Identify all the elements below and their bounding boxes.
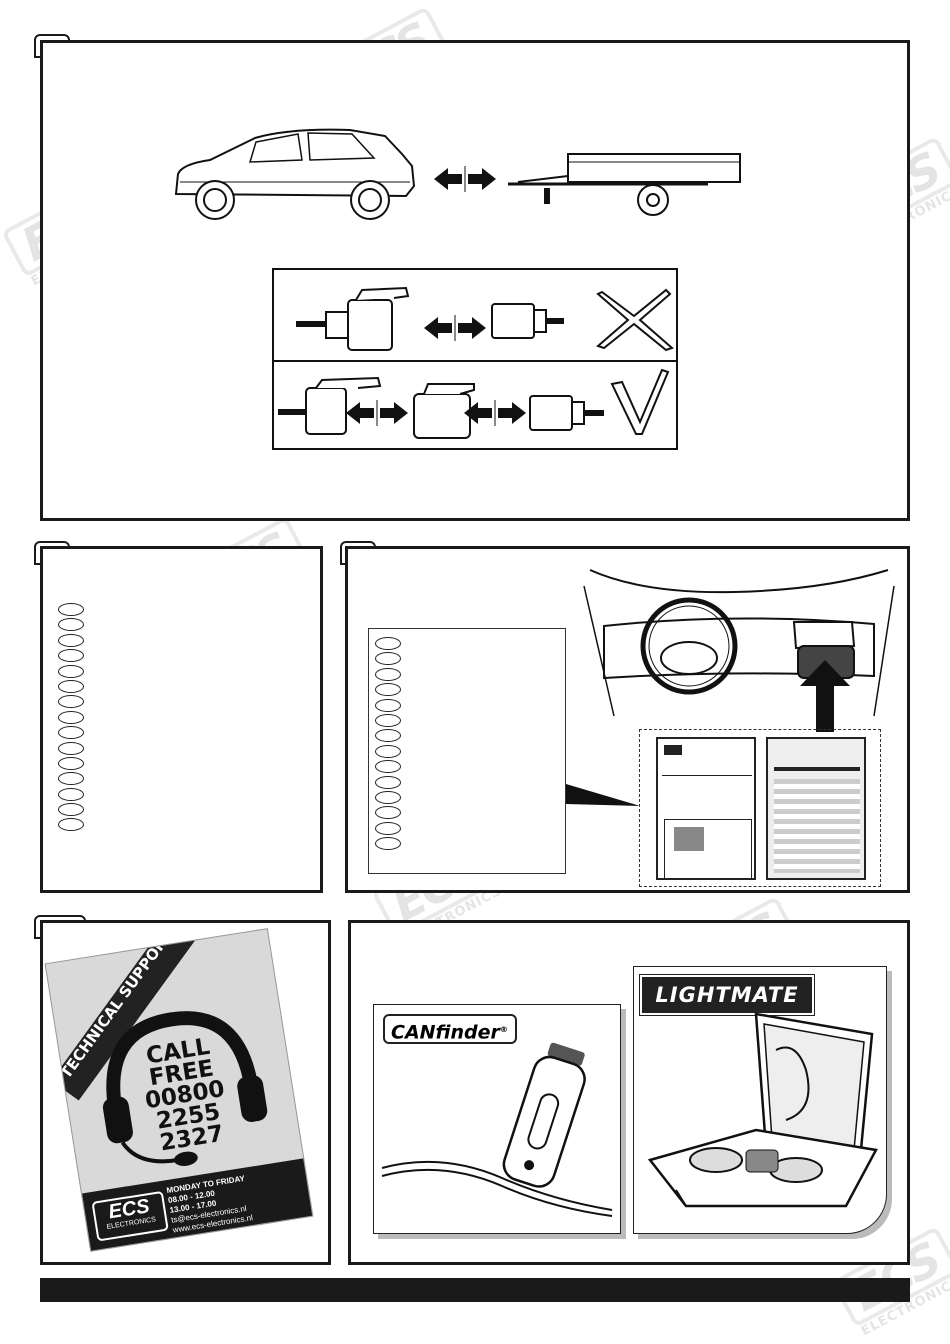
checklist-oval — [375, 821, 401, 835]
checklist-oval — [58, 772, 84, 786]
checklist-oval — [58, 664, 84, 678]
checklist-oval — [375, 683, 401, 697]
checklist-oval — [58, 695, 84, 709]
manual-checklist-box — [368, 628, 566, 874]
lightmate-logo: LIGHTMATE — [642, 977, 812, 1013]
checklist-oval — [58, 818, 84, 832]
checklist-oval — [375, 637, 401, 650]
checklist-oval — [58, 603, 84, 616]
double-arrow-icon — [434, 166, 496, 192]
checklist-oval — [58, 787, 84, 801]
call-free-number: CALL FREE 00800 2255 2327 — [143, 1033, 227, 1157]
double-arrow-icon — [424, 315, 486, 341]
support-hours: MONDAY TO FRIDAY 08.00 - 12.00 13.00 - 1… — [165, 1173, 254, 1235]
lightmate-case — [647, 1012, 878, 1208]
checklist-oval — [375, 744, 401, 758]
pointer-wedge — [566, 784, 640, 806]
checklist-oval — [375, 713, 401, 727]
trailer-plug-icon — [296, 286, 410, 351]
checklist-oval — [58, 741, 84, 755]
car-illustration — [174, 128, 416, 220]
panel-parts-list — [40, 546, 323, 893]
canfinder-logo: CANfinder® — [383, 1014, 517, 1044]
checklist-oval — [58, 710, 84, 724]
manual-booklet — [766, 737, 866, 880]
parts-checklist — [58, 603, 84, 834]
checklist-oval — [58, 756, 84, 770]
checklist-oval — [375, 698, 401, 712]
arrow-up-icon — [800, 660, 850, 732]
cross-icon — [596, 288, 674, 352]
checklist-oval — [375, 837, 401, 851]
socket-icon — [529, 395, 604, 431]
manual-booklet — [656, 737, 756, 880]
checklist-oval — [375, 775, 401, 789]
correct-connection-box — [272, 362, 678, 450]
checklist-oval — [58, 726, 84, 740]
panel-trailer-connection — [40, 40, 910, 521]
canfinder-device — [381, 1042, 613, 1217]
double-arrow-icon — [346, 400, 408, 426]
checklist-oval — [58, 633, 84, 647]
trailer-plug-icon — [278, 376, 382, 435]
checklist-oval — [375, 806, 401, 820]
support-poster: TECHNICAL SUPPORT CALL FREE 00800 2255 2… — [44, 928, 314, 1252]
checklist-oval — [58, 679, 84, 693]
headset-icon — [102, 1011, 268, 1166]
checklist-oval — [58, 649, 84, 663]
checklist-oval — [58, 803, 84, 817]
checklist-oval — [375, 667, 401, 681]
checkmark-icon — [610, 368, 670, 435]
wrong-connection-box — [272, 268, 678, 362]
checklist-oval — [375, 729, 401, 743]
trailer-illustration — [508, 153, 741, 216]
manual-booklets-frame — [639, 729, 881, 887]
checklist-oval — [375, 790, 401, 804]
double-arrow-icon — [464, 400, 526, 426]
checklist-oval — [375, 760, 401, 774]
socket-icon — [491, 303, 564, 339]
ecs-logo: ECS ELECTRONICS — [91, 1190, 169, 1242]
manual-checklist — [375, 637, 401, 852]
dashboard-illustration — [583, 569, 895, 717]
checklist-oval — [58, 618, 84, 632]
footer-bar — [40, 1278, 910, 1302]
checklist-oval — [375, 652, 401, 666]
